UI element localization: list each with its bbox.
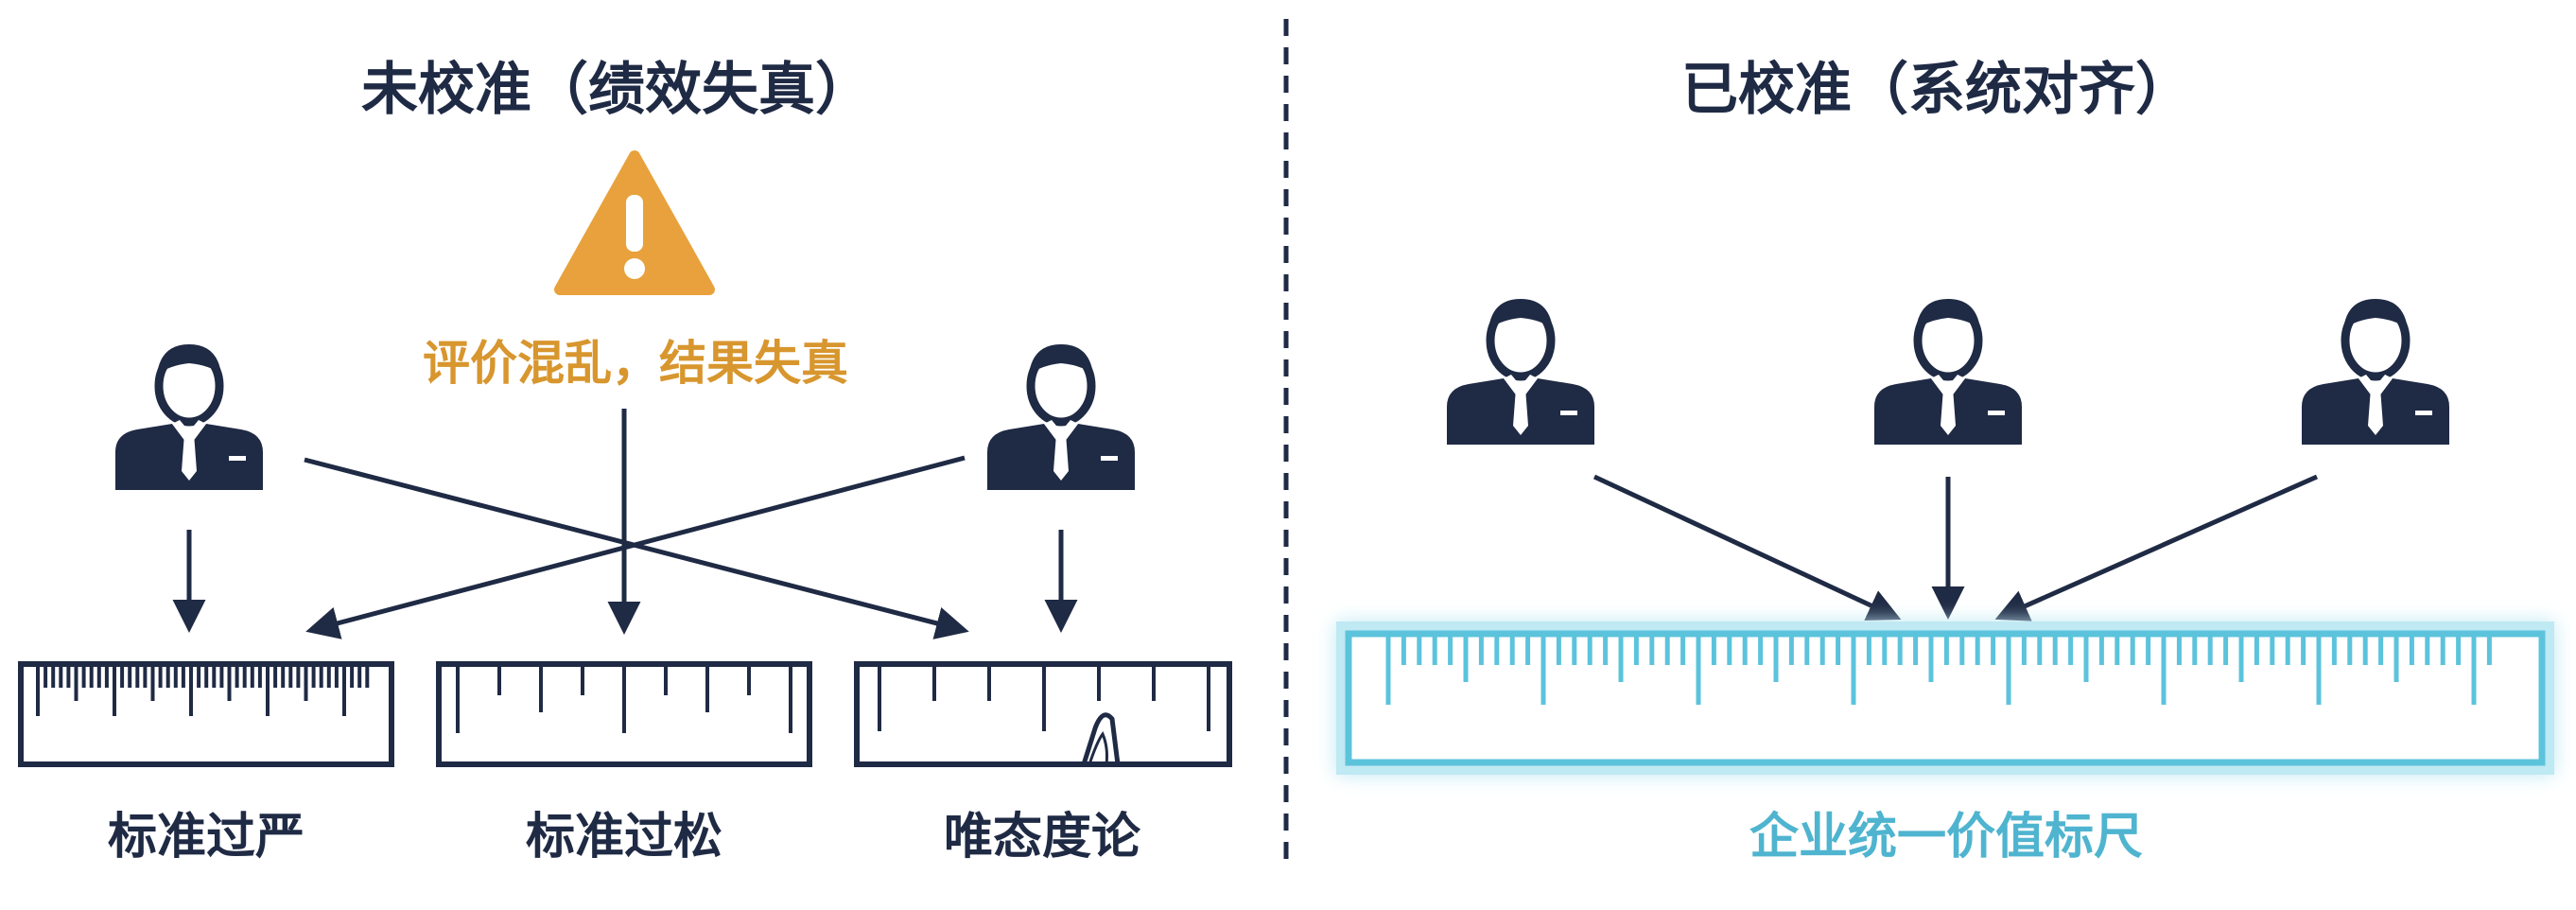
ruler-icon	[854, 661, 1232, 767]
evaluation-arrows	[172, 409, 1078, 639]
calibrated-title: 已校准（系统对齐）	[1681, 57, 2192, 123]
ruler-icon	[436, 661, 812, 767]
ruler-label-strict: 标准过严	[107, 809, 305, 866]
ruler-icon	[18, 661, 394, 767]
uncalibrated-title: 未校准（绩效失真）	[361, 57, 872, 123]
person-icon	[2302, 299, 2449, 445]
person-icon	[987, 344, 1135, 490]
warning-text: 评价混乱，结果失真	[423, 336, 848, 391]
ruler-label-attitude: 唯态度论	[943, 809, 1141, 866]
person-icon	[115, 344, 263, 490]
person-icon	[1874, 299, 2022, 445]
unified-ruler	[1336, 621, 2554, 775]
alignment-arrows	[1593, 474, 2319, 621]
unified-ruler-label: 企业统一价值标尺	[1749, 809, 2144, 866]
warning-icon	[554, 150, 715, 295]
person-icon	[1447, 299, 1594, 445]
ruler-label-lenient: 标准过松	[525, 809, 723, 866]
